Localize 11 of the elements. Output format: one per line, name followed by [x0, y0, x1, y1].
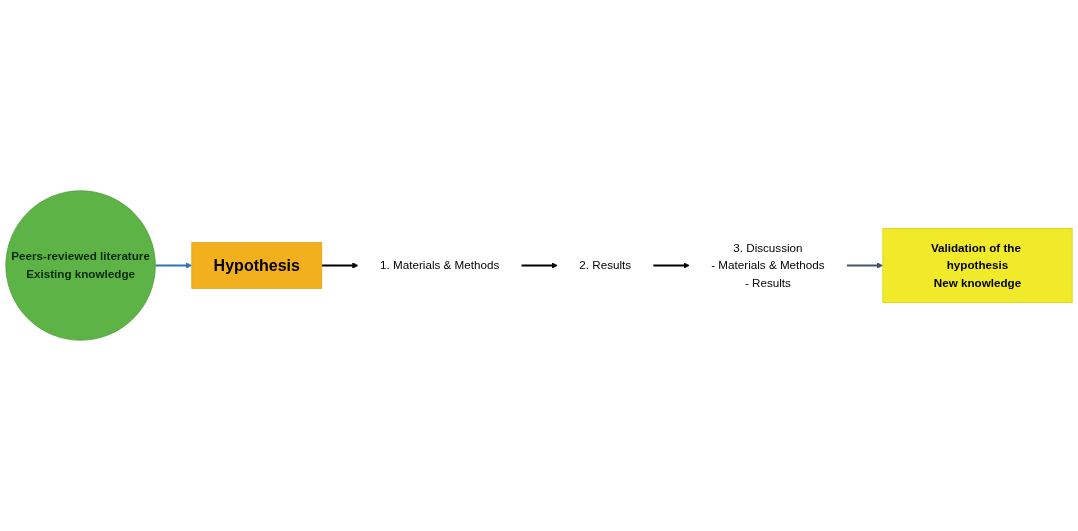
- arrow: [521, 262, 558, 269]
- node-circle: Peers-reviewed literature Existing knowledge: [5, 190, 156, 341]
- node-box: Validation of the hypothesis New knowledge: [882, 228, 1073, 303]
- node-box: Hypothesis: [191, 242, 323, 289]
- node-text: 3. Discussion - Materials & Methods - Results: [711, 241, 825, 289]
- node-text: 2. Results: [579, 258, 632, 272]
- arrow: [321, 262, 359, 269]
- arrow: [155, 262, 193, 269]
- arrow: [653, 262, 690, 269]
- arrow: [846, 262, 884, 269]
- node-text: 1. Materials & Methods: [380, 258, 500, 272]
